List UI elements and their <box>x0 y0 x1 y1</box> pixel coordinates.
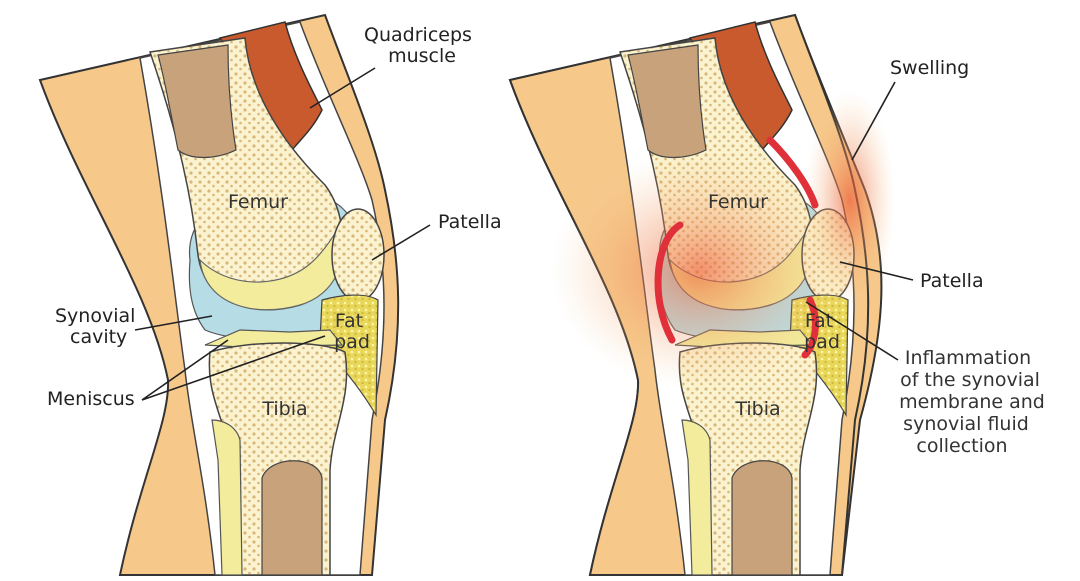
fat-pad-label-2: pad <box>334 331 370 353</box>
svg-text:of the synovial: of the synovial <box>900 369 1040 391</box>
svg-text:Inflammation: Inflammation <box>905 347 1031 369</box>
quadriceps-label-2: muscle <box>388 45 456 67</box>
synovial-cavity-label-2: cavity <box>70 326 127 348</box>
tibia-label: Tibia <box>261 398 307 420</box>
fat-pad-label-inflamed-2: pad <box>804 331 840 353</box>
normal-knee: Femur Tibia Fat pad Quadriceps muscle Pa… <box>39 14 502 576</box>
svg-text:collection: collection <box>916 435 1007 457</box>
inflammation-label: Inflammation of the synovial membrane an… <box>899 347 1045 457</box>
tibia-label-inflamed: Tibia <box>734 398 780 420</box>
svg-text:synovial fluid: synovial fluid <box>903 413 1029 435</box>
patella-label-inflamed: Patella <box>920 270 984 292</box>
svg-text:membrane and: membrane and <box>899 391 1045 413</box>
swelling-label: Swelling <box>890 57 969 79</box>
inflamed-knee: Femur Tibia Fat pad Swelling Patella Inf… <box>508 13 1045 576</box>
fat-pad-label-1: Fat <box>335 310 363 332</box>
femur-label: Femur <box>228 191 288 213</box>
meniscus-label: Meniscus <box>47 388 135 410</box>
patella-label: Patella <box>438 211 502 233</box>
quadriceps-label-1: Quadriceps <box>364 24 472 46</box>
fat-pad-label-inflamed-1: Fat <box>805 310 833 332</box>
swelling-glow <box>550 150 850 390</box>
femur-label-inflamed: Femur <box>708 191 768 213</box>
synovial-cavity-label-1: Synovial <box>55 305 135 327</box>
